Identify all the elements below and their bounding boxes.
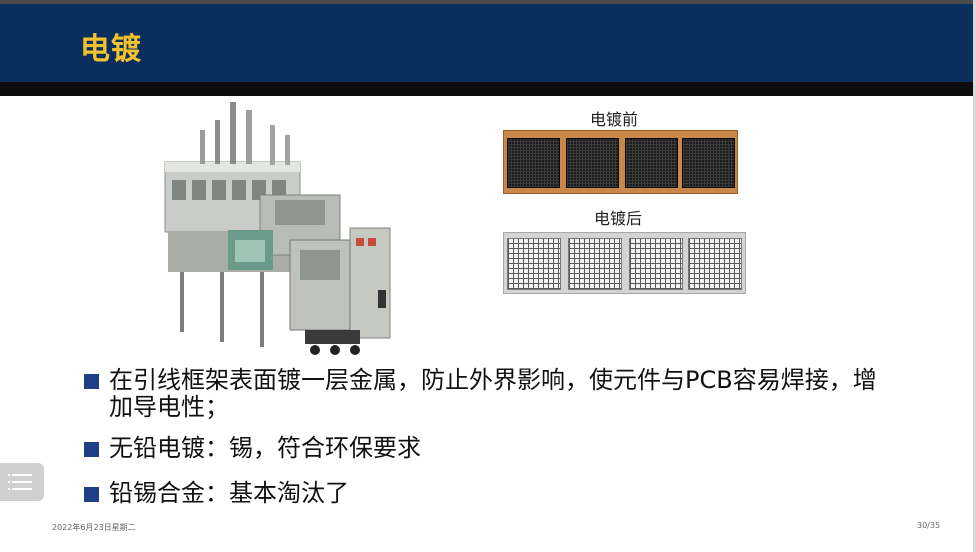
- lead-frame-before-photo: [503, 130, 738, 194]
- page-number: 30/35: [917, 521, 941, 530]
- lead-frame-cell: [682, 138, 735, 188]
- lead-frame-cell: [507, 138, 560, 188]
- list-menu-icon: [8, 474, 10, 476]
- header-divider: [0, 82, 973, 96]
- lead-frame-cell: [688, 238, 742, 290]
- bullet-item: 无铅电镀：锡，符合环保要求: [84, 435, 899, 462]
- lead-frame-cell: [568, 238, 622, 290]
- bullet-item: 在引线框架表面镀一层金属，防止外界影响，使元件与PCB容易焊接，增加导电性；: [84, 367, 899, 421]
- bullet-text: 在引线框架表面镀一层金属，防止外界影响，使元件与PCB容易焊接，增加导电性；: [109, 366, 877, 421]
- bullet-item: 铅锡合金：基本淘汰了: [84, 480, 899, 507]
- list-menu-button[interactable]: [0, 463, 44, 501]
- before-plating-caption: 电镀前: [590, 110, 639, 129]
- lead-frame-after-photo: [503, 232, 746, 294]
- bullet-text: 无铅电镀：锡，符合环保要求: [109, 434, 421, 462]
- lead-frame-cell: [629, 238, 683, 290]
- square-bullet-icon: [84, 374, 99, 389]
- slide-title: 电镀: [80, 32, 142, 67]
- lead-frame-cell: [625, 138, 678, 188]
- slide-header: 电镀: [0, 4, 973, 82]
- lead-frame-cell: [566, 138, 619, 188]
- square-bullet-icon: [84, 442, 99, 457]
- window-top-edge: [0, 0, 976, 4]
- after-plating-caption: 电镀后: [594, 209, 643, 228]
- bullet-text: 铅锡合金：基本淘汰了: [109, 479, 349, 507]
- square-bullet-icon: [84, 487, 99, 502]
- lead-frame-cell: [507, 238, 561, 290]
- scrollbar-track[interactable]: [973, 0, 976, 552]
- footer-date: 2022年6月23日星期二: [52, 523, 136, 532]
- plating-machine-photo: [164, 102, 391, 355]
